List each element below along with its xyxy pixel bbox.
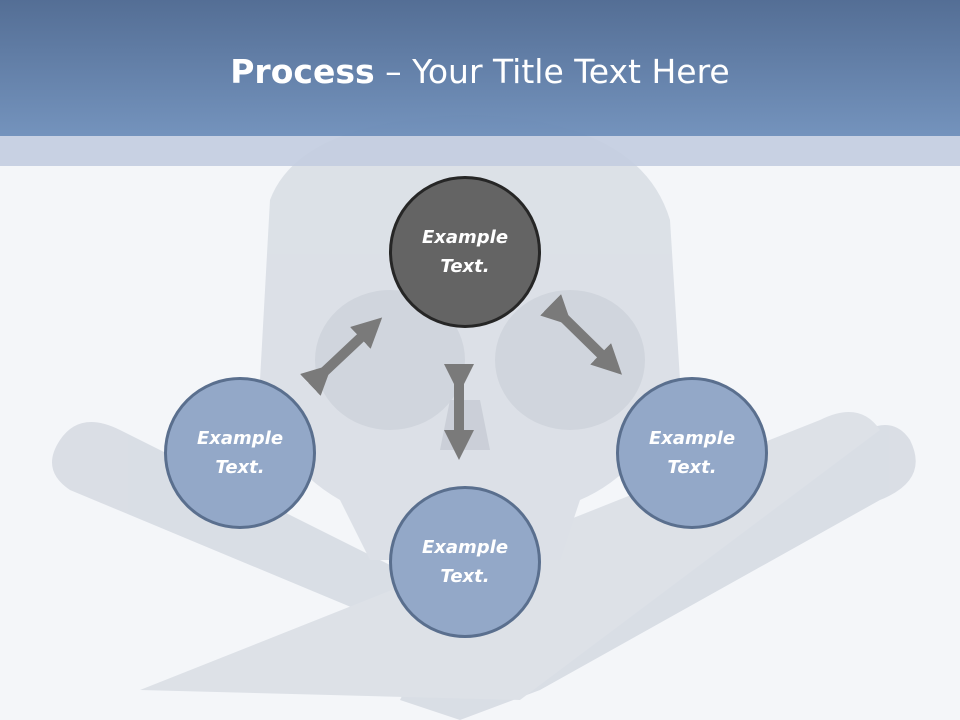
node-top[interactable]: Example Text. xyxy=(389,176,541,328)
node-right[interactable]: Example Text. xyxy=(616,377,768,529)
slide-title: Process – Your Title Text Here xyxy=(0,52,960,91)
title-bar xyxy=(0,0,960,136)
node-left[interactable]: Example Text. xyxy=(164,377,316,529)
node-bottom[interactable]: Example Text. xyxy=(389,486,541,638)
node-label: Example Text. xyxy=(648,428,736,478)
title-band xyxy=(0,136,960,166)
node-label: Example Text. xyxy=(421,537,509,587)
title-rest: – Your Title Text Here xyxy=(374,52,730,91)
node-label: Example Text. xyxy=(421,227,509,277)
title-bold: Process xyxy=(230,52,375,91)
double-arrow-left-icon xyxy=(300,317,383,396)
double-arrow-right-icon xyxy=(540,294,622,375)
node-label: Example Text. xyxy=(196,428,284,478)
